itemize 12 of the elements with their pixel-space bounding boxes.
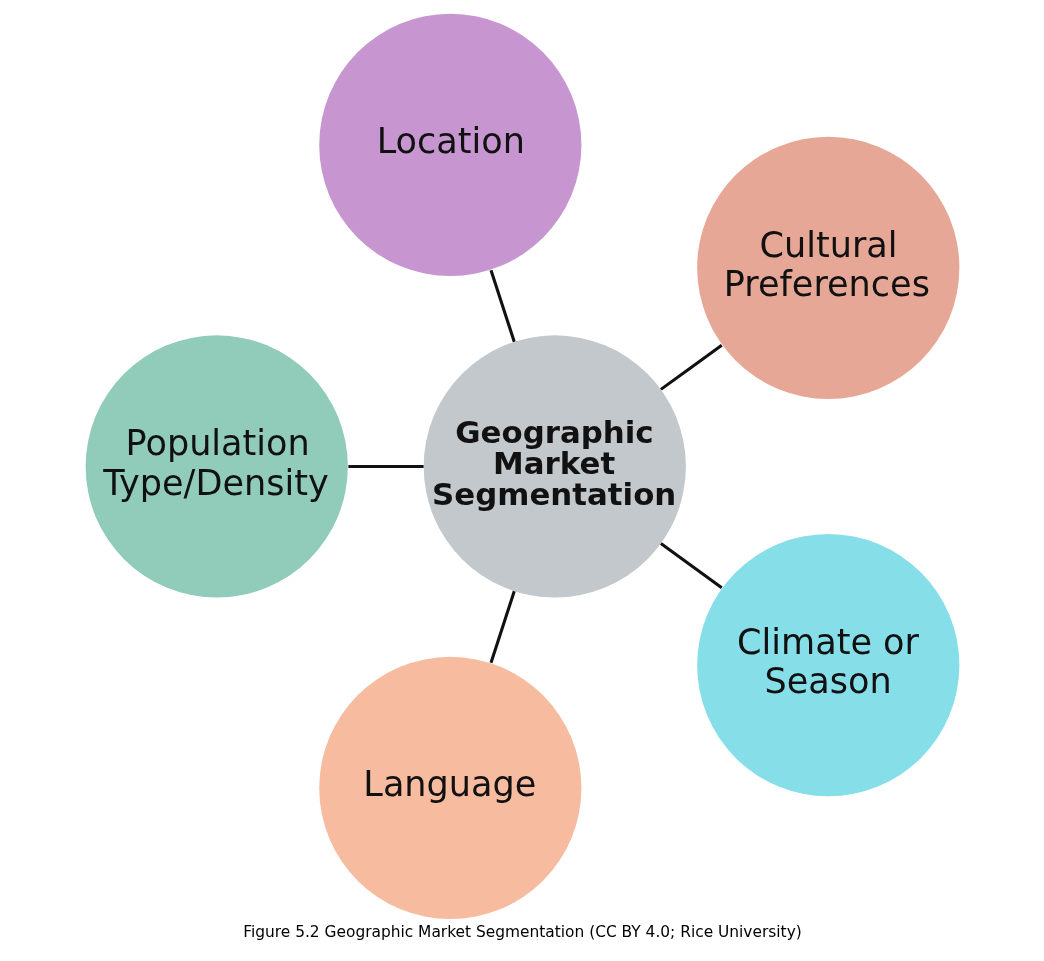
connector <box>347 464 424 469</box>
connector <box>659 542 723 590</box>
connector <box>659 343 723 391</box>
node-circle: Population Type/Density <box>85 335 348 598</box>
connector <box>489 269 516 343</box>
caption: Figure 5.2 Geographic Market Segmentation (CC BY 4.0; Rice University) <box>242 923 802 942</box>
connector <box>489 590 516 664</box>
node-circle: Language <box>318 656 581 920</box>
node-circle: Cultural Preferences <box>696 136 959 399</box>
node-circle: Geographic Market Segmentation <box>423 335 686 598</box>
node-circle: Climate or Season <box>696 534 959 797</box>
node-circle: Location <box>318 13 581 277</box>
